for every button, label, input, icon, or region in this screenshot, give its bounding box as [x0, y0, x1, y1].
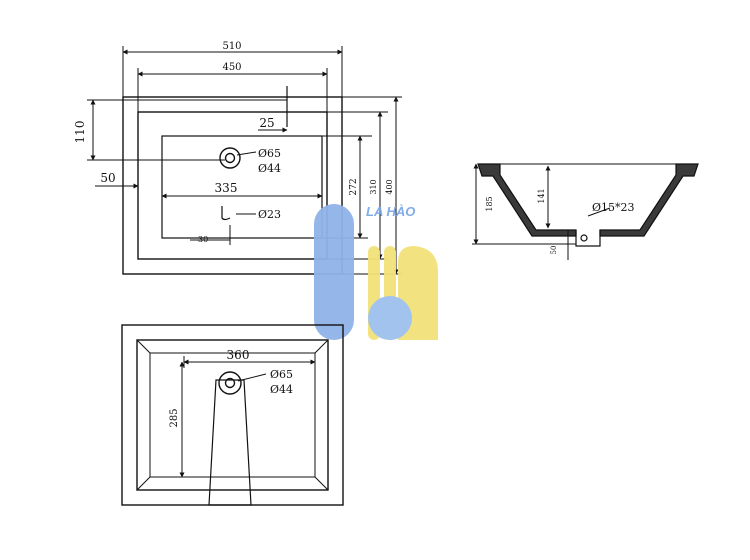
logo-brand-text: LA HÀO: [366, 204, 415, 219]
label-inner-depth: 310: [369, 179, 378, 194]
bottom-tap-deck: [208, 379, 252, 506]
label-bottom-bowl-width: 360: [227, 348, 250, 362]
label-section-base: 50: [550, 246, 558, 255]
top-bowl-outline: [161, 135, 323, 239]
top-dimension-lines: [87, 46, 402, 275]
label-section-drain: Ø15*23: [592, 201, 635, 214]
top-tap-hole-inner: [224, 152, 236, 164]
brand-logo: LA HÀO: [314, 204, 438, 340]
logo-blue-bar: [314, 204, 354, 340]
label-drain-offset: 30: [198, 235, 208, 244]
label-bottom-tap-hole: Ø65: [270, 368, 293, 381]
label-bottom-tap-hole-inner: Ø44: [270, 383, 293, 396]
bottom-corner-bevel: [136, 339, 329, 491]
top-tap-hole-outer: [219, 147, 241, 169]
top-dimension-labels: 510 450 110 50 25 335 Ø65 Ø44 Ø23 30 272…: [73, 41, 394, 244]
label-bowl-width: 335: [215, 181, 238, 195]
label-section-height: 185: [485, 196, 494, 211]
section-right-wall: [599, 163, 699, 237]
section-view: [477, 163, 699, 247]
section-dimension-lines: [472, 163, 611, 260]
logo-blue-circle: [368, 296, 412, 340]
label-tap-hole: Ø65: [258, 147, 281, 160]
bottom-dimension-labels: 360 285 Ø65 Ø44: [169, 348, 293, 428]
label-inner-width: 450: [222, 62, 241, 73]
bottom-tap-hole-inner: [224, 377, 236, 389]
label-bottom-bowl-depth: 285: [169, 408, 180, 427]
label-bowl-depth: 272: [349, 178, 359, 195]
bottom-dimension-lines: [179, 356, 316, 478]
section-drain: [575, 230, 601, 247]
bottom-bowl-outline: [149, 352, 316, 478]
label-side-offset: 50: [100, 171, 115, 185]
label-drain-hole: Ø23: [258, 208, 281, 221]
bottom-tap-hole-outer: [218, 371, 242, 395]
top-plan-view: [122, 86, 343, 275]
bottom-plan-view: [121, 324, 344, 506]
label-depth-offset: 110: [73, 121, 87, 144]
label-overall-depth: 400: [385, 179, 394, 194]
label-tap-offset: 25: [259, 116, 274, 130]
top-drain-symbol: [221, 206, 231, 221]
section-dimension-labels: 185 141 Ø15*23 50: [485, 188, 635, 254]
section-drain-hole: [580, 234, 588, 242]
label-overall-width: 510: [222, 41, 241, 52]
label-section-bowl-height: 141: [537, 188, 546, 203]
bottom-inner-rim: [136, 339, 329, 491]
label-tap-hole-inner: Ø44: [258, 162, 281, 175]
